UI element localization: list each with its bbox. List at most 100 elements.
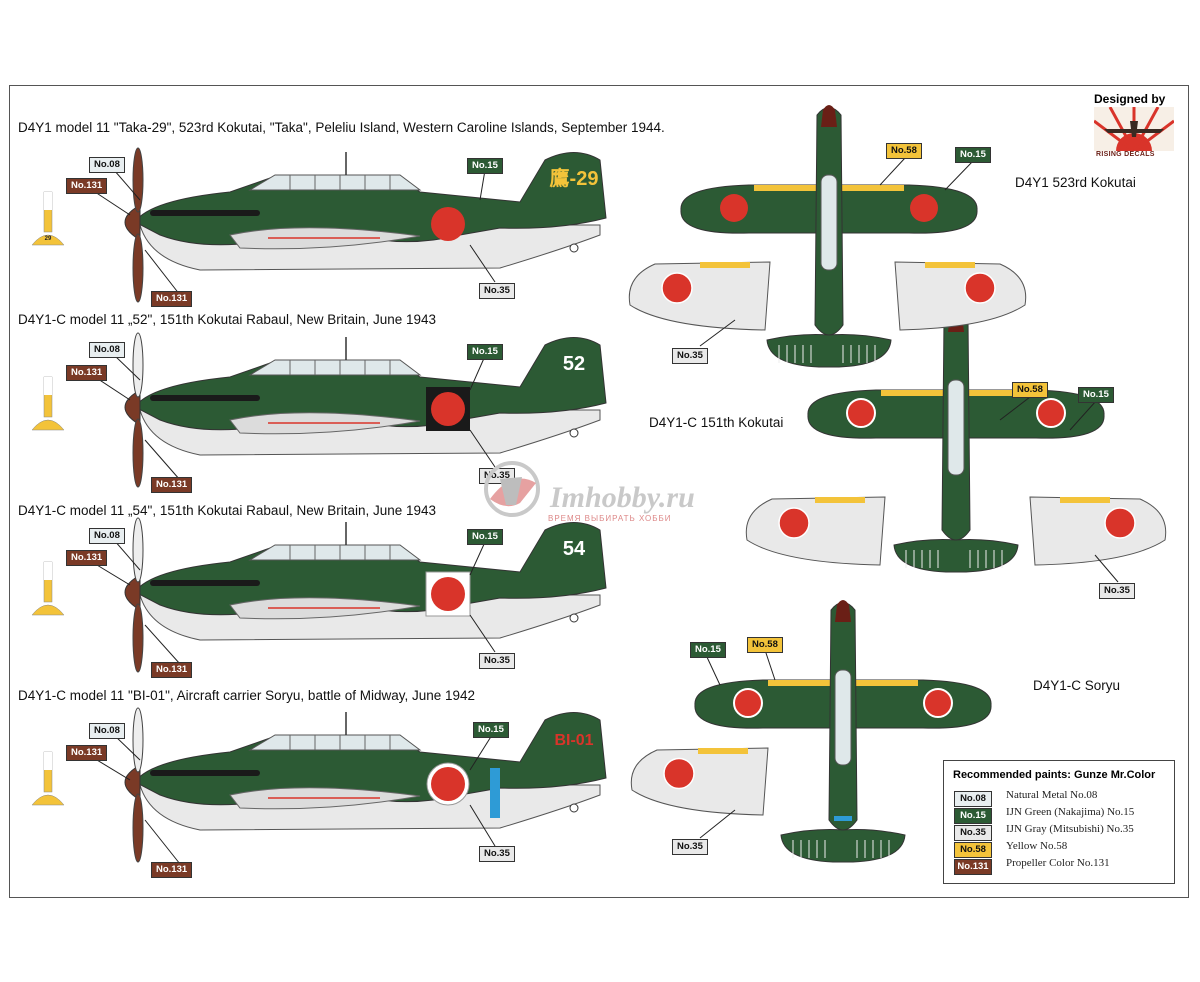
top-spinner — [821, 105, 837, 127]
tag-no35: No.35 — [479, 653, 515, 669]
tag-no08: No.08 — [89, 723, 125, 739]
tail-wheel — [569, 243, 579, 253]
leader-line — [469, 541, 486, 576]
tailplane-strip — [31, 604, 65, 616]
tag-no08: No.08 — [89, 342, 125, 358]
canopy — [248, 734, 422, 751]
underside-wing — [1029, 496, 1167, 566]
leader-line — [944, 160, 974, 191]
leader-line — [113, 539, 141, 571]
tag-no35: No.35 — [479, 846, 515, 862]
legend-title: Recommended paints: Gunze Mr.Color — [953, 769, 1156, 781]
fin-strip-top — [44, 377, 52, 395]
propeller-blade — [132, 147, 144, 213]
caption-taka-29: D4Y1 model 11 "Taka-29", 523rd Kokutai, … — [18, 120, 665, 135]
top-hinomaru — [720, 194, 748, 222]
top-tailplane — [893, 539, 1019, 573]
leader-line — [1094, 554, 1119, 583]
top-view-aircraft — [680, 105, 978, 368]
legend-code: No.131 — [954, 859, 992, 875]
canopy — [248, 359, 422, 376]
paint-legend: Recommended paints: Gunze Mr.Color No.08… — [943, 760, 1175, 884]
tag-no131: No.131 — [151, 662, 193, 678]
leading-edge-yellow — [768, 680, 833, 686]
canopy — [248, 544, 422, 561]
top-view-name-soryu: D4Y1-C Soryu — [1033, 678, 1121, 693]
leader-line — [469, 355, 486, 391]
top-hinomaru — [846, 398, 876, 428]
hinomaru — [431, 207, 465, 241]
tag-no131: No.131 — [66, 745, 108, 761]
top-tailplane — [780, 829, 906, 863]
tag-no58: No.58 — [747, 637, 783, 653]
underside-hinomaru — [1104, 507, 1136, 539]
leader-line — [469, 614, 496, 653]
leader-line — [469, 429, 496, 468]
tail-code: BI-01 — [554, 732, 593, 749]
leader-line — [699, 809, 736, 839]
legend-code: No.35 — [954, 825, 992, 841]
tag-no131: No.131 — [66, 365, 108, 381]
underside-wing — [628, 261, 771, 331]
underside-yellow-strip — [815, 497, 865, 503]
tag-no15: No.15 — [467, 158, 503, 174]
side-view-aircraft: BI-01 — [31, 707, 607, 863]
legend-text: IJN Green (Nakajima) No.15 — [1006, 806, 1135, 818]
tag-no131: No.131 — [66, 178, 108, 194]
leader-line — [144, 249, 181, 296]
leading-edge-yellow — [881, 390, 946, 396]
top-view-aircraft — [694, 600, 992, 863]
propeller-blade — [132, 332, 144, 398]
legend-row: No.35 IJN Gray (Mitsubishi) No.35 — [954, 822, 1169, 841]
tag-no35: No.35 — [672, 348, 708, 364]
leader-line — [705, 654, 721, 686]
legend-row: No.15 IJN Green (Nakajima) No.15 — [954, 805, 1169, 824]
propeller-blade — [132, 233, 144, 303]
tag-no58: No.58 — [1012, 382, 1048, 398]
legend-text: IJN Gray (Mitsubishi) No.35 — [1006, 823, 1134, 835]
top-hinomaru — [1036, 398, 1066, 428]
caption-52: D4Y1-C model 11 „52", 151th Kokutai Raba… — [18, 312, 437, 327]
tag-no15: No.15 — [955, 147, 991, 163]
hinomaru — [431, 392, 465, 426]
propeller-blade — [132, 517, 144, 583]
propeller-blade — [132, 793, 144, 863]
legend-code: No.58 — [954, 842, 992, 858]
profile-frame — [9, 85, 1189, 898]
hinomaru — [431, 767, 465, 801]
top-hinomaru — [910, 194, 938, 222]
underside-wing — [745, 496, 886, 566]
fin-strip-top — [44, 562, 52, 580]
tag-no08: No.08 — [89, 157, 125, 173]
underside-hinomaru — [778, 507, 810, 539]
underside-hinomaru — [964, 272, 996, 304]
canopy — [248, 174, 422, 191]
leader-line — [879, 157, 906, 186]
legend-code: No.08 — [954, 791, 992, 807]
side-view-aircraft: 52 — [31, 332, 607, 488]
leader-line — [469, 734, 493, 771]
tag-no15: No.15 — [690, 642, 726, 658]
legend-text: Yellow No.58 — [1006, 840, 1068, 852]
tailplane-strip — [31, 419, 65, 431]
legend-row: No.131 Propeller Color No.131 — [954, 856, 1169, 875]
watermark-logo-icon — [484, 461, 540, 517]
underside-yellow-strip — [700, 262, 750, 268]
tag-no15: No.15 — [467, 344, 503, 360]
tail-code: 52 — [563, 353, 585, 375]
designer-label: Designed by — [1094, 92, 1166, 106]
top-hinomaru — [923, 688, 953, 718]
leader-line — [144, 439, 181, 481]
leader-line — [999, 396, 1031, 421]
caption-bi-01: D4Y1-C model 11 "BI-01", Aircraft carrie… — [18, 688, 476, 703]
leader-line — [479, 169, 486, 201]
underside-wing — [894, 261, 1027, 331]
propeller-blade — [132, 707, 144, 773]
tag-no35: No.35 — [479, 283, 515, 299]
leader-line — [113, 734, 141, 761]
legend-row: No.08 Natural Metal No.08 — [954, 788, 1169, 807]
top-view-name-151: D4Y1-C 151th Kokutai — [649, 415, 784, 430]
tag-no15: No.15 — [1078, 387, 1114, 403]
